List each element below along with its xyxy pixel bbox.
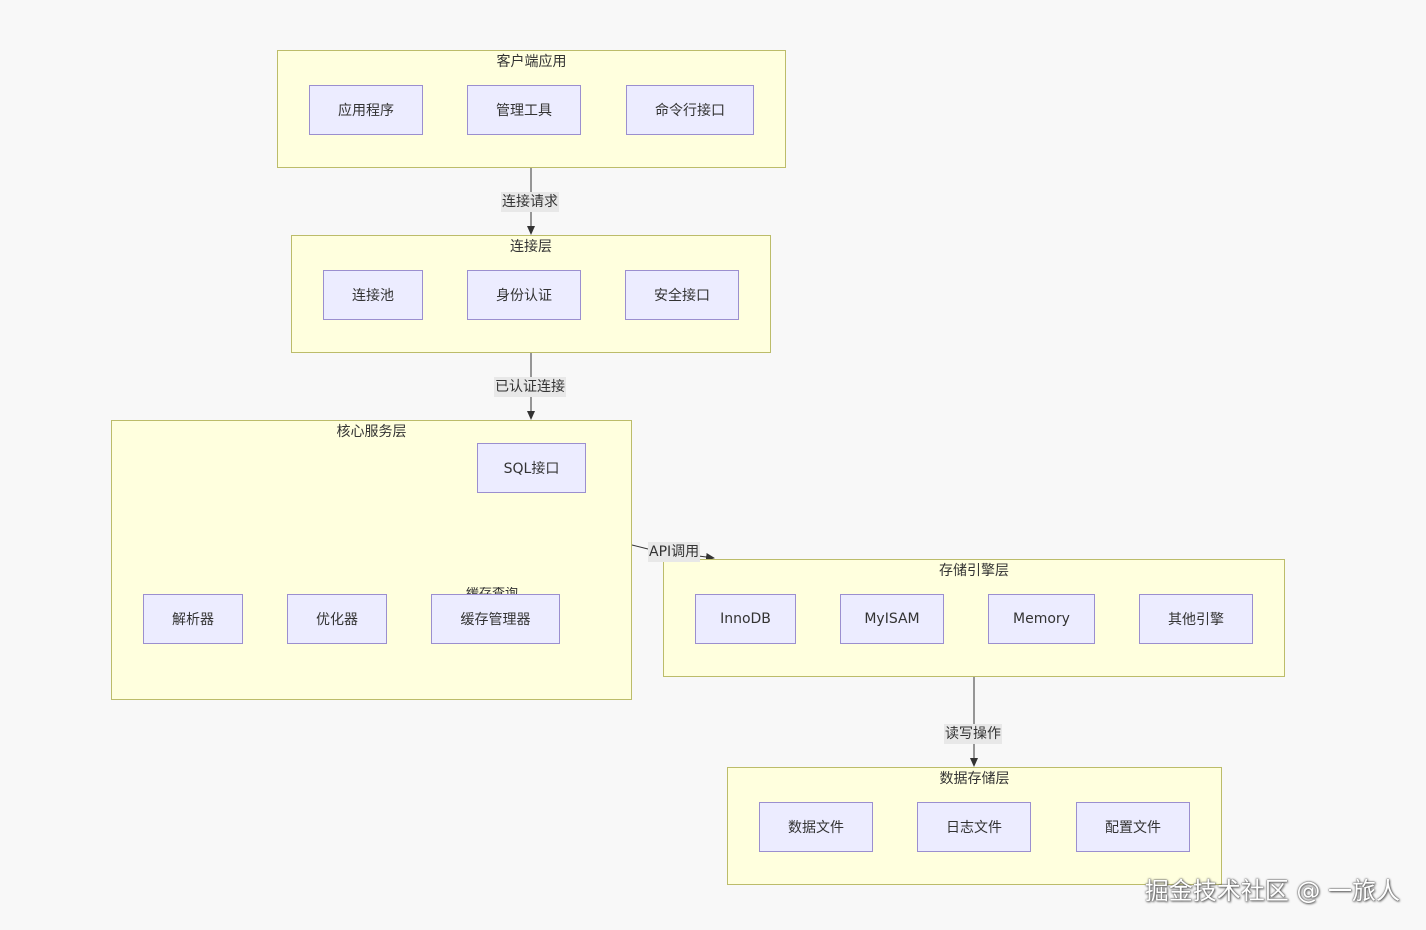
node-cli[interactable]: 命令行接口 xyxy=(626,85,754,135)
cluster-client-title: 客户端应用 xyxy=(496,54,567,70)
partial-edge-label-cache-query: 缓存查询 xyxy=(466,587,519,595)
cluster-storage-title: 存储引擎层 xyxy=(939,563,1009,579)
node-innodb[interactable]: InnoDB xyxy=(695,594,796,644)
node-sql-interface[interactable]: SQL接口 xyxy=(477,443,586,493)
node-authentication[interactable]: 身份认证 xyxy=(467,270,581,320)
node-data-files[interactable]: 数据文件 xyxy=(759,802,873,852)
node-memory[interactable]: Memory xyxy=(988,594,1095,644)
node-application[interactable]: 应用程序 xyxy=(309,85,423,135)
node-log-files[interactable]: 日志文件 xyxy=(917,802,1031,852)
edge-label-api-call: API调用 xyxy=(648,542,701,562)
cluster-client: 客户端应用 应用程序 管理工具 命令行接口 xyxy=(277,50,786,168)
node-optimizer[interactable]: 优化器 xyxy=(287,594,387,644)
node-other-engines[interactable]: 其他引擎 xyxy=(1139,594,1253,644)
cluster-storage: 存储引擎层 InnoDB MyISAM Memory 其他引擎 xyxy=(663,559,1285,677)
node-parser[interactable]: 解析器 xyxy=(143,594,243,644)
edge-label-connection-request: 连接请求 xyxy=(501,192,559,212)
cluster-connection: 连接层 连接池 身份认证 安全接口 xyxy=(291,235,771,353)
cluster-core-title: 核心服务层 xyxy=(336,424,407,440)
node-connection-pool[interactable]: 连接池 xyxy=(323,270,423,320)
cluster-connection-title: 连接层 xyxy=(510,239,552,255)
cluster-data-title: 数据存储层 xyxy=(939,771,1010,787)
node-myisam[interactable]: MyISAM xyxy=(840,594,944,644)
watermark: 掘金技术社区 @ 一旅人 xyxy=(1144,877,1400,905)
cluster-data: 数据存储层 数据文件 日志文件 配置文件 xyxy=(727,767,1222,885)
node-security-interface[interactable]: 安全接口 xyxy=(625,270,739,320)
cluster-core: 核心服务层 SQL接口 缓存查询 解析器 优化器 缓存管理器 xyxy=(111,420,632,700)
node-admin-tools[interactable]: 管理工具 xyxy=(467,85,581,135)
node-cache-manager[interactable]: 缓存管理器 xyxy=(431,594,560,644)
edge-label-authenticated-connection: 已认证连接 xyxy=(494,377,566,397)
node-config-files[interactable]: 配置文件 xyxy=(1076,802,1190,852)
edge-label-read-write: 读写操作 xyxy=(944,724,1002,744)
